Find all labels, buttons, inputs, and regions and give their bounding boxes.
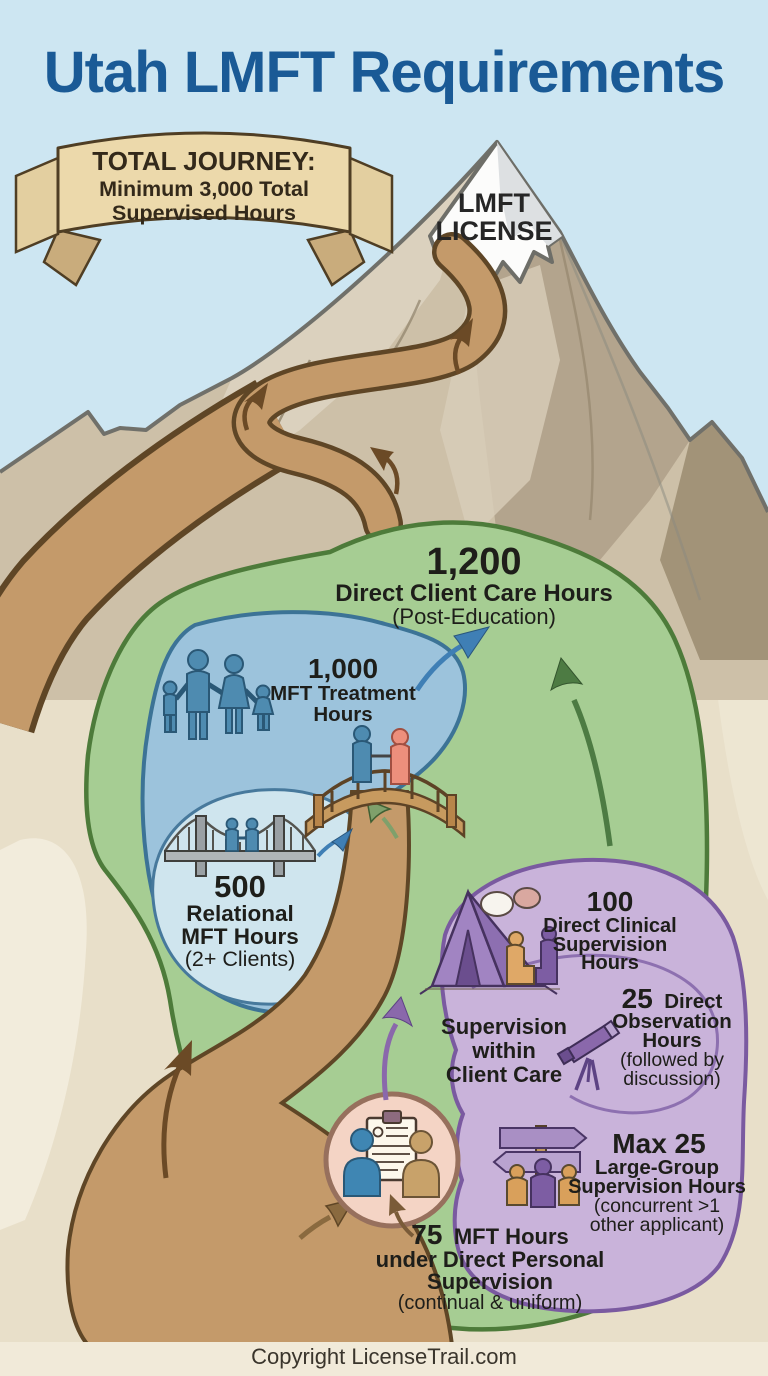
green-arrow-icon <box>550 656 613 847</box>
svg-text:within: within <box>471 1038 536 1063</box>
large-group-label: Max 25 Large-Group Supervision Hours (co… <box>568 1128 746 1236</box>
mountain-ridge-outline <box>0 140 768 513</box>
trail-arrow-icon <box>450 318 473 375</box>
svg-text:MFT Treatment: MFT Treatment <box>270 682 416 705</box>
personal-supervision-value: 75 <box>411 1219 442 1250</box>
svg-text:Large-Group: Large-Group <box>595 1156 719 1179</box>
svg-text:Direct Clinical: Direct Clinical <box>543 915 676 937</box>
trail-arrow-icon <box>161 1040 192 1179</box>
trail-arrow-icon <box>242 383 268 431</box>
banner-line2: Supervised Hours <box>112 201 296 225</box>
tent-icon <box>419 887 560 995</box>
svg-text:(continual & uniform): (continual & uniform) <box>398 1292 583 1314</box>
clinical-supervision-value: 100 <box>587 886 634 917</box>
banner-line1: Minimum 3,000 Total <box>99 177 309 201</box>
suspension-bridge-icon <box>163 815 317 877</box>
svg-text:Supervision: Supervision <box>553 934 667 956</box>
arched-bridge-icon <box>304 725 466 839</box>
personal-supervision-label: 75 MFT Hours under Direct Personal Super… <box>376 1219 605 1314</box>
direct-observation-value: 25 <box>622 983 653 1014</box>
svg-text:Direct Client Care Hours: Direct Client Care Hours <box>335 580 612 607</box>
direct-client-care-value: 1,200 <box>426 541 521 583</box>
svg-text:(Post-Education): (Post-Education) <box>392 604 556 629</box>
svg-text:LICENSE: LICENSE <box>435 216 552 246</box>
svg-text:other applicant): other applicant) <box>590 1214 724 1236</box>
supervision-region-swirl <box>471 953 719 1115</box>
green-small-arrow-icon <box>366 798 399 840</box>
purple-arrow-icon <box>381 996 414 1101</box>
svg-text:75 MFT Hours: 75 MFT Hours <box>411 1219 569 1250</box>
svg-text:Observation: Observation <box>612 1010 732 1033</box>
large-group-value: Max 25 <box>612 1128 705 1159</box>
banner-heading: TOTAL JOURNEY: <box>92 146 315 176</box>
svg-text:Client Care: Client Care <box>446 1062 562 1087</box>
svg-text:25 Direct: 25 Direct <box>622 983 723 1014</box>
svg-text:under Direct Personal: under Direct Personal <box>376 1247 605 1272</box>
telescope-icon <box>556 1019 621 1091</box>
family-icon <box>162 649 275 740</box>
svg-text:Hours: Hours <box>642 1029 701 1052</box>
svg-text:discussion): discussion) <box>623 1068 721 1090</box>
relational-label: 500 Relational MFT Hours (2+ Clients) <box>181 869 299 971</box>
footer-copyright: Copyright LicenseTrail.com <box>251 1344 517 1369</box>
blue-small-arrow-icon <box>316 827 354 858</box>
svg-text:MFT Hours: MFT Hours <box>181 924 299 949</box>
mountain-trail <box>0 232 508 734</box>
clipboard-supervision-icon <box>343 1110 440 1198</box>
trail-arrow-icon <box>370 447 400 495</box>
mft-treatment-value: 1,000 <box>308 653 378 684</box>
signpost-icon <box>492 1125 588 1208</box>
svg-text:Supervision Hours: Supervision Hours <box>568 1176 746 1198</box>
banner-face <box>56 131 352 234</box>
page-title: Utah LMFT Requirements <box>44 40 725 105</box>
svg-text:Hours: Hours <box>581 952 639 974</box>
mft-treatment-label: 1,000 MFT Treatment Hours <box>270 653 416 726</box>
brown-pointer-arrow-icon <box>389 1194 415 1238</box>
svg-text:Supervision: Supervision <box>441 1014 567 1039</box>
peak-label: LMFT LICENSE <box>435 188 552 246</box>
banner-text: TOTAL JOURNEY: Minimum 3,000 Total Super… <box>92 146 315 225</box>
supervision-heading: Supervision within Client Care <box>441 1014 567 1087</box>
footer-bar <box>0 1342 768 1376</box>
direct-observation-label: 25 Direct Observation Hours (followed by… <box>612 983 732 1090</box>
banner-ribbon <box>14 131 394 287</box>
svg-text:(followed by: (followed by <box>620 1049 724 1071</box>
direct-client-care-label: 1,200 Direct Client Care Hours (Post-Edu… <box>335 541 612 629</box>
svg-text:LMFT: LMFT <box>458 188 530 218</box>
clinical-supervision-label: 100 Direct Clinical Supervision Hours <box>543 886 676 974</box>
svg-text:Hours: Hours <box>313 703 372 726</box>
relational-value: 500 <box>214 869 266 904</box>
svg-text:Supervision: Supervision <box>427 1269 553 1294</box>
svg-text:(concurrent >1: (concurrent >1 <box>594 1195 720 1217</box>
svg-text:(2+ Clients): (2+ Clients) <box>185 947 296 971</box>
svg-text:Relational: Relational <box>186 901 294 926</box>
blue-arrow-icon <box>414 626 491 692</box>
